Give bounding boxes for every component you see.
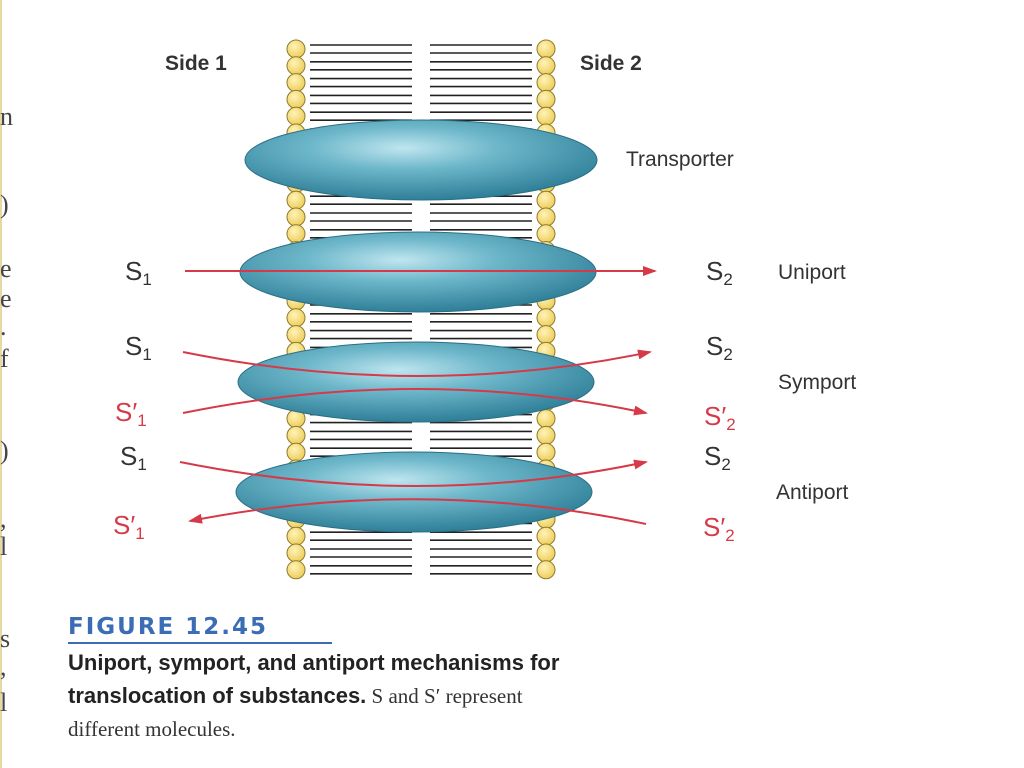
cutoff-glyph: , [0, 652, 7, 681]
lipid-head [286, 543, 306, 563]
transport-arrows [179, 266, 657, 525]
transporter-protein [244, 119, 598, 201]
lipid-head [536, 224, 556, 244]
lipid-head [536, 106, 556, 126]
cutoff-glyph: l [0, 688, 8, 717]
uniport-s2-label: S2 [706, 256, 733, 289]
lipid-head [286, 526, 306, 546]
figure-underline [68, 642, 332, 644]
transporter-protein [235, 451, 593, 533]
lipid-head [286, 73, 306, 93]
lipid-head [536, 526, 556, 546]
uniport-s1-label: S1 [125, 256, 152, 289]
lipid-head [286, 325, 306, 345]
antiport-label: Antiport [776, 481, 849, 504]
side-2-label: Side 2 [580, 52, 642, 75]
transport-arrow [182, 388, 648, 416]
uniport-label: Uniport [778, 261, 846, 284]
antiport-s-prime-1-label: S′1 [113, 510, 145, 543]
lipid-head [286, 308, 306, 328]
membrane-transport-diagram: Side 1 Side 2 Transporter Uniport Sympor… [113, 39, 856, 580]
lipid-head [536, 73, 556, 93]
transporter-label: Transporter [626, 148, 734, 171]
cutoff-glyph: n [0, 102, 13, 131]
cutoff-glyph: f [0, 344, 9, 373]
lipid-head [536, 409, 556, 429]
symport-s-prime-1-label: S′1 [115, 397, 147, 430]
transporter-protein [237, 341, 595, 423]
symport-s1-label: S1 [125, 331, 152, 364]
cutoff-glyph: , [0, 504, 7, 533]
side-1-label: Side 1 [165, 52, 227, 75]
lipid-head [286, 224, 306, 244]
lipid-head [286, 425, 306, 445]
lipid-head [536, 442, 556, 462]
figure-number: FIGURE 12.45 [68, 614, 269, 640]
antiport-s2-label: S2 [704, 441, 731, 474]
lipid-head [536, 56, 556, 76]
transport-arrow [188, 498, 647, 525]
symport-s-prime-2-label: S′2 [704, 401, 736, 434]
lipid-head [536, 543, 556, 563]
cutoff-glyph: ) [0, 436, 9, 465]
lipid-head [536, 207, 556, 227]
cutoff-glyph: e [0, 284, 12, 313]
caption-line-1: Uniport, symport, and antiport mechanism… [68, 650, 560, 675]
cutoff-glyph: s [0, 624, 11, 653]
cutoff-glyph: ) [0, 190, 9, 219]
lipid-head [286, 56, 306, 76]
antiport-s1-label: S1 [120, 441, 147, 474]
lipid-head [536, 308, 556, 328]
cutoff-glyph: l [0, 532, 8, 561]
lipid-head [286, 207, 306, 227]
lipid-head [286, 106, 306, 126]
lipid-head [536, 325, 556, 345]
lipid-head [286, 39, 306, 59]
transport-arrow [182, 349, 652, 377]
lipid-head [536, 560, 556, 580]
figure-caption: Uniport, symport, and antiport mechanism… [68, 648, 948, 747]
lipid-head [286, 560, 306, 580]
cutoff-glyph: e [0, 254, 12, 283]
caption-line-2-normal: S and S′ represent [366, 684, 523, 708]
lipid-head [536, 89, 556, 109]
caption-line-2-bold: translocation of substances. [68, 683, 367, 708]
page-edge [0, 0, 2, 768]
lipid-head [536, 190, 556, 210]
symport-s2-label: S2 [706, 331, 733, 364]
lipid-head [286, 190, 306, 210]
lipid-head [536, 425, 556, 445]
cutoff-glyph: . [0, 312, 7, 341]
lipid-head [286, 89, 306, 109]
symport-label: Symport [778, 371, 856, 394]
transporter-proteins [235, 119, 598, 533]
transport-arrow [179, 459, 648, 487]
lipid-head [536, 39, 556, 59]
lipid-head [286, 442, 306, 462]
antiport-s-prime-2-label: S′2 [703, 512, 735, 545]
caption-line-3: different molecules. [68, 717, 236, 741]
